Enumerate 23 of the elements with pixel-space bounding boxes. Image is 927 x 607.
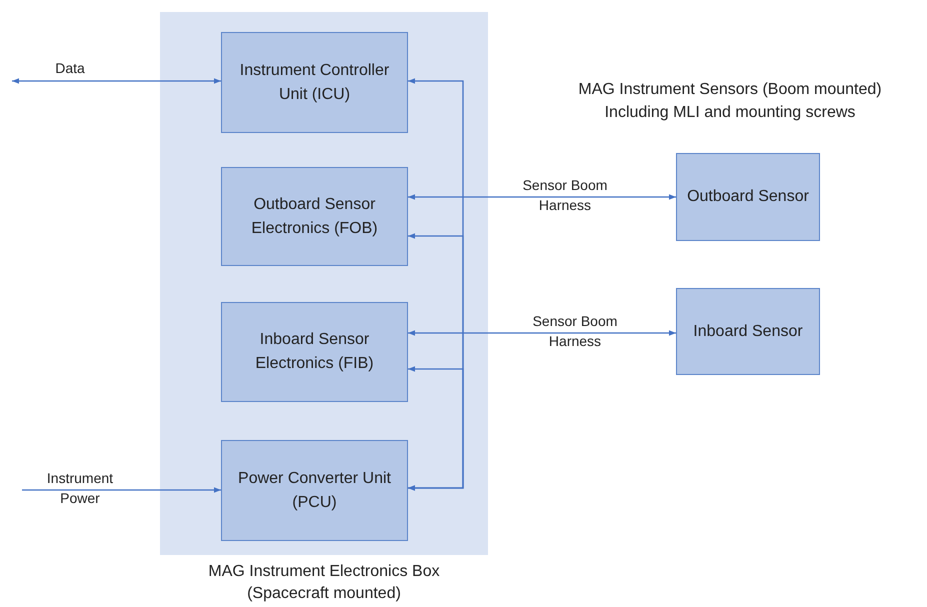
connector-arrow: [12, 78, 221, 84]
unit-label: Outboard Sensor Electronics (FOB): [250, 194, 379, 238]
edge-label: Data: [54, 59, 86, 78]
unit-box: [221, 167, 408, 266]
edge-label: Sensor Boom Harness: [522, 176, 608, 215]
edge-label: Sensor Boom Harness: [532, 312, 618, 351]
unit-box: [676, 153, 820, 241]
connector-arrow: [22, 487, 221, 493]
unit-box: [221, 440, 408, 541]
unit-label: Outboard Sensor: [686, 187, 810, 207]
connector-arrow: [408, 330, 676, 336]
connector-arrow: [408, 194, 676, 200]
unit-box: [221, 302, 408, 402]
unit-label: Instrument Controller Unit (ICU): [238, 60, 390, 104]
unit-box: [676, 288, 820, 375]
enclosure-heading: MAG Instrument Electronics Box (Spacecraft mounted): [207, 562, 441, 604]
sensors-heading: MAG Instrument Sensors (Boom mounted) Including MLI and mounting screws: [577, 80, 883, 123]
unit-box: [221, 32, 408, 133]
edge-label: Instrument Power: [46, 469, 114, 508]
unit-label: Inboard Sensor: [692, 322, 804, 342]
connector-arrow: [408, 366, 464, 491]
unit-label: Power Converter Unit (PCU): [237, 468, 392, 512]
unit-label: Inboard Sensor Electronics (FIB): [254, 330, 375, 374]
